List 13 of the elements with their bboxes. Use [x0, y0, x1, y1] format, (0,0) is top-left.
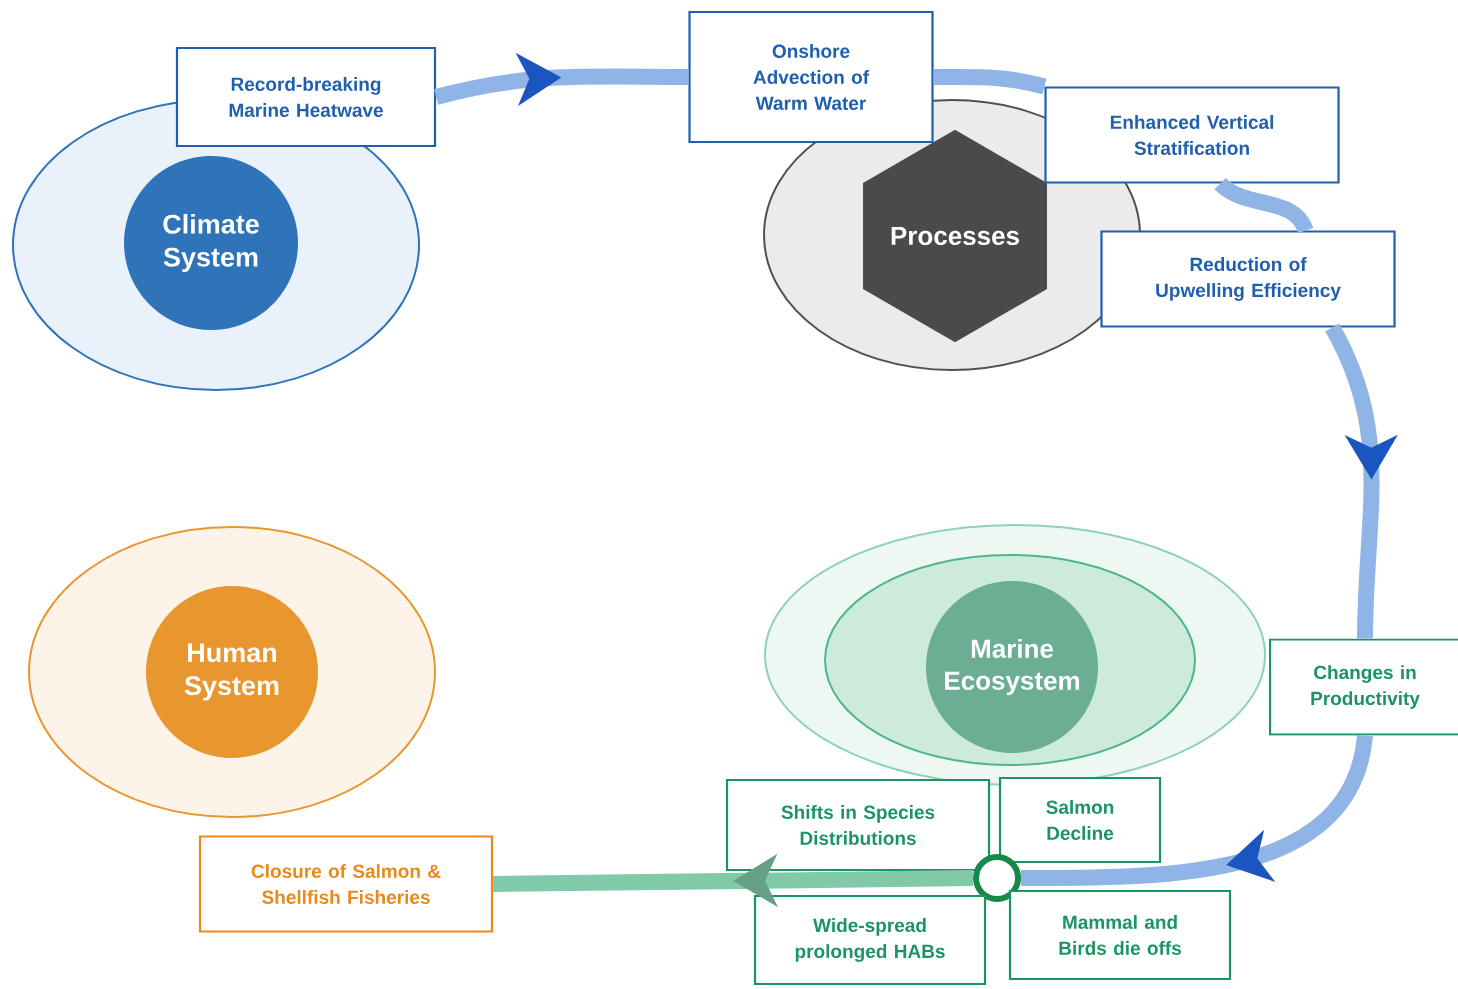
- arrow: [1021, 734, 1373, 886]
- processes-hexagon: Processes: [863, 129, 1047, 343]
- effect-box: Changes in Productivity: [1268, 638, 1458, 736]
- effect-box: Closure of Salmon & Shellfish Fisheries: [198, 835, 494, 933]
- effect-box: Wide-spread prolonged HABs: [753, 894, 987, 986]
- effect-box: Record-breaking Marine Heatwave: [175, 46, 437, 148]
- effect-box: Onshore Advection of Warm Water: [688, 10, 934, 144]
- effect-box: Enhanced Vertical Stratification: [1044, 86, 1340, 184]
- effect-box: Shifts in Species Distributions: [725, 778, 991, 872]
- effect-box: Reduction of Upwelling Efficiency: [1100, 230, 1396, 328]
- effect-box: Salmon Decline: [998, 776, 1162, 864]
- arrow: [1325, 323, 1398, 639]
- effect-box: Mammal and Birds die offs: [1008, 889, 1232, 981]
